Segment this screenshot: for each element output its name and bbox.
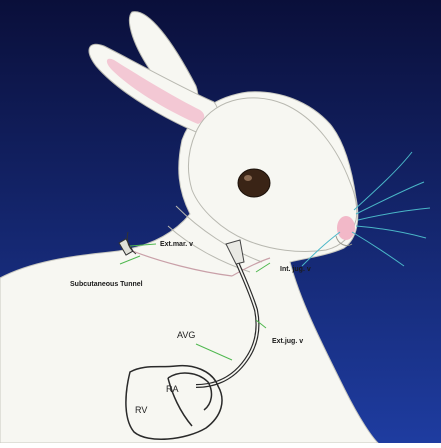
label-ra: RA <box>166 384 179 394</box>
label-subcutaneous-tunnel: Subcutaneous Tunnel <box>70 281 143 288</box>
rabbit-eye <box>238 169 270 197</box>
label-int-jug-v: Int. jug. v <box>280 266 311 273</box>
rabbit-eye-highlight <box>244 175 252 181</box>
label-ext-mar-v: Ext.mar. v <box>160 241 193 248</box>
rabbit-nose <box>337 216 355 240</box>
label-ext-jug-v: Ext.jug. v <box>272 338 303 345</box>
label-avg: AVG <box>177 330 195 340</box>
label-rv: RV <box>135 405 147 415</box>
